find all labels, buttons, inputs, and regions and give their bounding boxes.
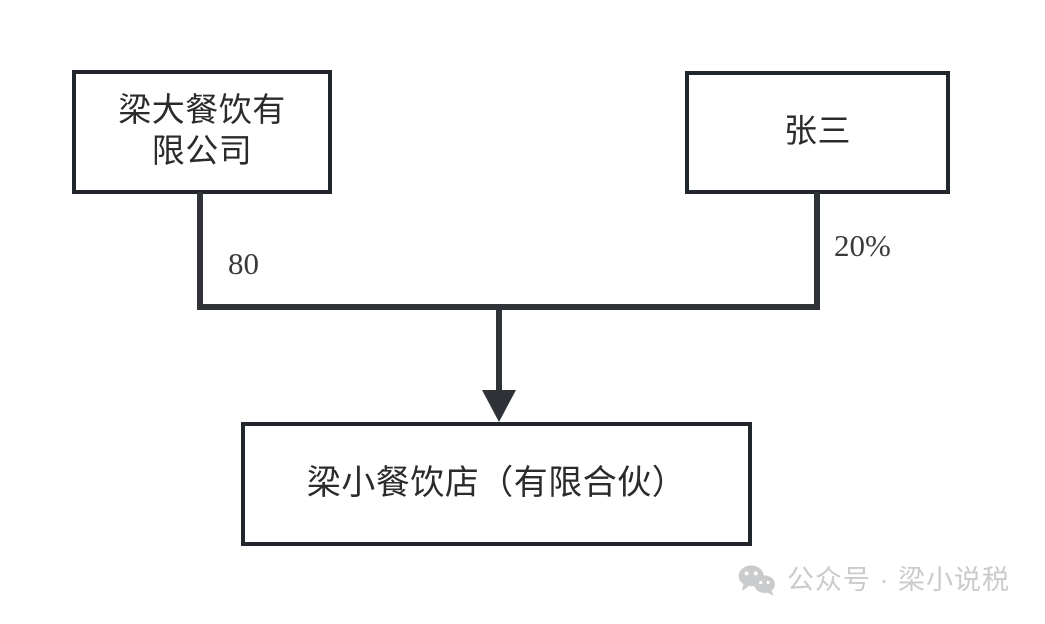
- node-box-parent-company: 梁大餐饮有 限公司: [72, 70, 332, 194]
- connector-line-stem-vertical: [496, 304, 502, 392]
- node-box-parent-person: 张三: [685, 71, 950, 194]
- connector-line-left-vertical: [197, 192, 203, 310]
- node-label-child-entity: 梁小餐饮店（有限合伙）: [306, 464, 687, 502]
- connector-line-horizontal: [197, 304, 820, 310]
- edge-label-person-share: 20%: [834, 228, 891, 263]
- arrow-head-down-icon: [482, 390, 516, 422]
- node-box-child-entity: 梁小餐饮店（有限合伙）: [241, 422, 752, 546]
- wechat-icon: [738, 565, 775, 596]
- node-label-parent-company: 梁大餐饮有 限公司: [118, 92, 286, 170]
- watermark-text: 公众号 · 梁小说税: [787, 564, 1010, 595]
- node-label-parent-person: 张三: [784, 113, 851, 150]
- watermark: 公众号 · 梁小说税: [737, 563, 1010, 597]
- connector-line-right-vertical: [814, 192, 820, 310]
- edge-label-company-share: 80: [228, 246, 259, 281]
